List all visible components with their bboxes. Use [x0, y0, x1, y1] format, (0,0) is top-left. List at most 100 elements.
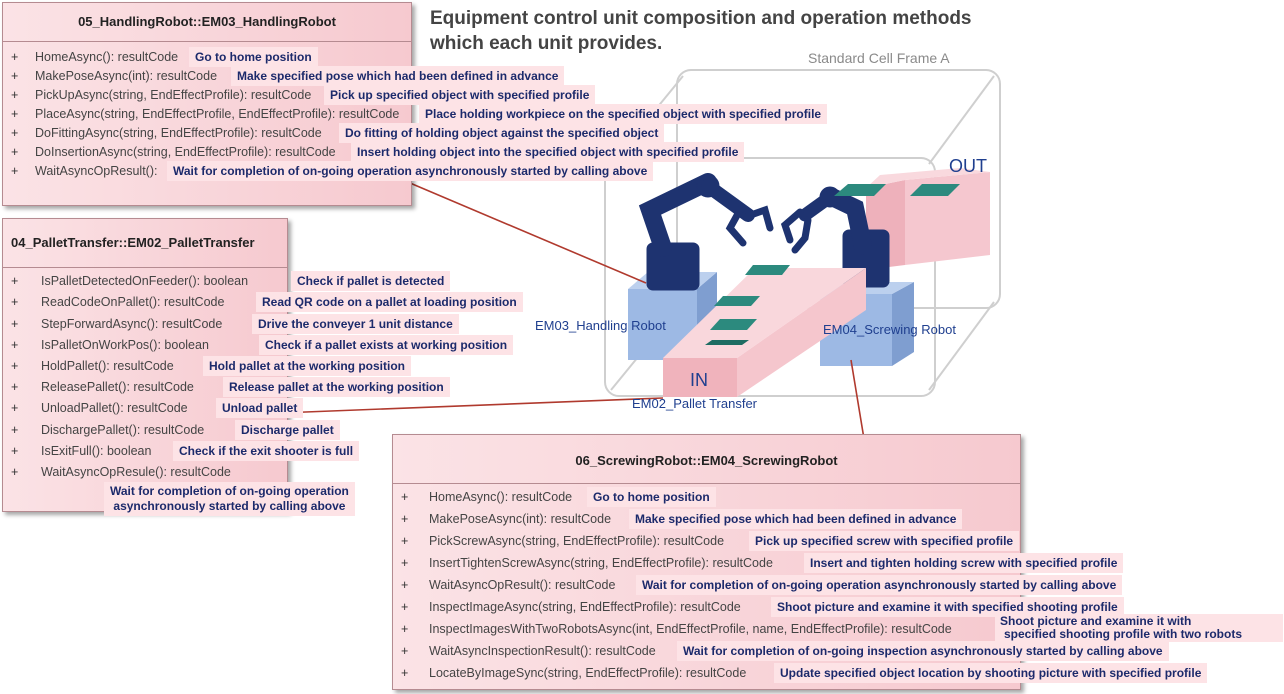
em03-label: EM03_Handling Robot [535, 318, 666, 333]
method-description: Make specified pose which had been defin… [629, 509, 963, 529]
operation-row: + PickUpAsync(string, EndEffectProfile):… [3, 85, 596, 105]
method-description: Do fitting of holding object against the… [339, 123, 665, 143]
title-line-1: Equipment control unit composition and o… [430, 8, 972, 29]
operation-row: + IsPalletDetectedOnFeeder(): boolean Ch… [3, 271, 451, 291]
visibility-marker: + [11, 164, 19, 178]
method-description: Check if pallet is detected [291, 271, 451, 291]
method-signature: DischargePallet(): resultCode [41, 423, 205, 437]
em02-label: EM02_Pallet Transfer [632, 396, 758, 411]
method-signature: InspectImageAsync(string, EndEffectProfi… [429, 600, 741, 614]
method-description: Update specified object location by shoo… [774, 663, 1208, 683]
operation-row: + IsExitFull(): boolean Check if the exi… [3, 441, 360, 461]
operation-row: + StepForwardAsync(): resultCode Drive t… [3, 314, 459, 334]
operation-row: + WaitAsyncOpResule(): resultCode [3, 462, 287, 482]
operation-row: + WaitAsyncOpResult(): Wait for completi… [3, 161, 654, 181]
in-label: IN [690, 370, 708, 390]
method-signature: IsPalletDetectedOnFeeder(): boolean [41, 274, 249, 288]
operation-row: + ReadCodeOnPallet(): resultCode Read QR… [3, 292, 523, 312]
visibility-marker: + [401, 534, 409, 548]
operation-row: + LocateByImageSync(string, EndEffectPro… [393, 663, 1208, 683]
operation-row: + UnloadPallet(): resultCode Unload pall… [3, 398, 304, 418]
visibility-marker: + [401, 556, 409, 570]
method-signature: PickUpAsync(string, EndEffectProfile): r… [35, 88, 312, 102]
method-signature: DoFittingAsync(string, EndEffectProfile)… [35, 126, 322, 140]
operation-row: + MakePoseAsync(int): resultCode Make sp… [393, 509, 1020, 529]
method-signature: MakePoseAsync(int): resultCode [429, 512, 612, 526]
operation-row: + ReleasePallet(): resultCode Release pa… [3, 377, 450, 397]
operation-row: + WaitAsyncInspectionResult(): resultCod… [393, 641, 1169, 661]
method-signature: WaitAsyncOpResule(): resultCode [41, 465, 231, 479]
operation-row: + PlaceAsync(string, EndEffectProfile, E… [3, 104, 828, 124]
method-signature: StepForwardAsync(): resultCode [41, 317, 223, 331]
visibility-marker: + [11, 50, 19, 64]
method-signature: InsertTightenScrewAsync(string, EndEffec… [429, 556, 773, 570]
em04-label: EM04_Screwing Robot [823, 322, 956, 337]
method-description: Pick up specified screw with specified p… [749, 531, 1020, 551]
operation-row: + InspectImageAsync(string, EndEffectPro… [393, 597, 1124, 617]
method-description: Check if the exit shooter is full [173, 441, 360, 461]
visibility-marker: + [401, 578, 409, 592]
visibility-marker: + [11, 401, 19, 415]
operation-row: + MakePoseAsync(int): resultCode Make sp… [3, 66, 565, 86]
method-signature: WaitAsyncOpResult(): resultCode [429, 578, 616, 592]
operation-row: + DoFittingAsync(string, EndEffectProfil… [3, 123, 665, 143]
method-description: Wait for completion of on-going inspecti… [677, 641, 1169, 661]
method-description: Hold pallet at the working position [203, 356, 412, 376]
handling-robot-arm [638, 173, 774, 291]
method-signature: WaitAsyncInspectionResult(): resultCode [429, 644, 656, 658]
screwing-robot-class-box: 06_ScrewingRobot::EM04_ScrewingRobot + H… [392, 434, 1208, 690]
operation-row: + HoldPallet(): resultCode Hold pallet a… [3, 356, 412, 376]
method-signature: ReadCodeOnPallet(): resultCode [41, 295, 225, 309]
operation-row: + DischargePallet(): resultCode Discharg… [3, 420, 340, 440]
out-label: OUT [949, 156, 987, 176]
method-description: Make specified pose which had been defin… [231, 66, 565, 86]
visibility-marker: + [401, 490, 409, 504]
method-description: Unload pallet [216, 398, 304, 418]
title-line-2: which each unit provides. [430, 33, 663, 54]
method-signature: WaitAsyncOpResult(): [35, 164, 158, 178]
method-signature: HomeAsync(): resultCode [35, 50, 179, 64]
method-description: Go to home position [587, 487, 716, 507]
visibility-marker: + [11, 359, 19, 373]
class-title: 04_PalletTransfer::EM02_PalletTransfer [3, 219, 287, 268]
method-signature: ReleasePallet(): resultCode [41, 380, 194, 394]
description-line-2: specified shooting profile with two robo… [1004, 627, 1242, 641]
method-signature: LocateByImageSync(string, EndEffectProfi… [429, 666, 747, 680]
description-line-1: Wait for completion of on-going operatio… [110, 484, 349, 498]
diagram-title: Equipment control unit composition and o… [430, 6, 972, 56]
visibility-marker: + [11, 274, 19, 288]
method-description: Wait for completion of on-going operatio… [636, 575, 1123, 595]
visibility-marker: + [401, 512, 409, 526]
visibility-marker: + [11, 107, 19, 121]
method-description: Go to home position [189, 47, 318, 67]
class-title: 05_HandlingRobot::EM03_HandlingRobot [3, 3, 411, 42]
visibility-marker: + [401, 622, 409, 636]
method-signature: DoInsertionAsync(string, EndEffectProfil… [35, 145, 336, 159]
visibility-marker: + [11, 338, 19, 352]
method-description: Discharge pallet [235, 420, 340, 440]
method-signature: MakePoseAsync(int): resultCode [35, 69, 218, 83]
method-description: Check if a pallet exists at working posi… [259, 335, 514, 355]
visibility-marker: + [11, 465, 19, 479]
operation-row: + HomeAsync(): resultCode Go to home pos… [3, 47, 411, 67]
pallets [705, 184, 960, 345]
method-description: Insert holding object into the specified… [351, 142, 745, 162]
method-description: Read QR code on a pallet at loading posi… [256, 292, 523, 312]
method-description: Insert and tighten holding screw with sp… [804, 553, 1124, 573]
method-description: Pick up specified object with specified … [324, 85, 596, 105]
cell-frame-label: Standard Cell Frame A [808, 50, 950, 66]
method-description: Release pallet at the working position [223, 377, 450, 397]
operation-row: + WaitAsyncOpResult(): resultCode Wait f… [393, 575, 1123, 595]
visibility-marker: + [11, 295, 19, 309]
conveyor-block [663, 268, 866, 397]
visibility-marker: + [401, 666, 409, 680]
two-robots-description: Shoot picture and examine it with specif… [995, 614, 1283, 642]
visibility-marker: + [11, 317, 19, 331]
operation-row: + PickScrewAsync(string, EndEffectProfil… [393, 531, 1020, 551]
operation-row: + InspectImagesWithTwoRobotsAsync(int, E… [393, 619, 1020, 639]
visibility-marker: + [11, 444, 19, 458]
method-description: Wait for completion of on-going operatio… [167, 161, 654, 181]
visibility-marker: + [11, 88, 19, 102]
visibility-marker: + [11, 423, 19, 437]
visibility-marker: + [401, 644, 409, 658]
